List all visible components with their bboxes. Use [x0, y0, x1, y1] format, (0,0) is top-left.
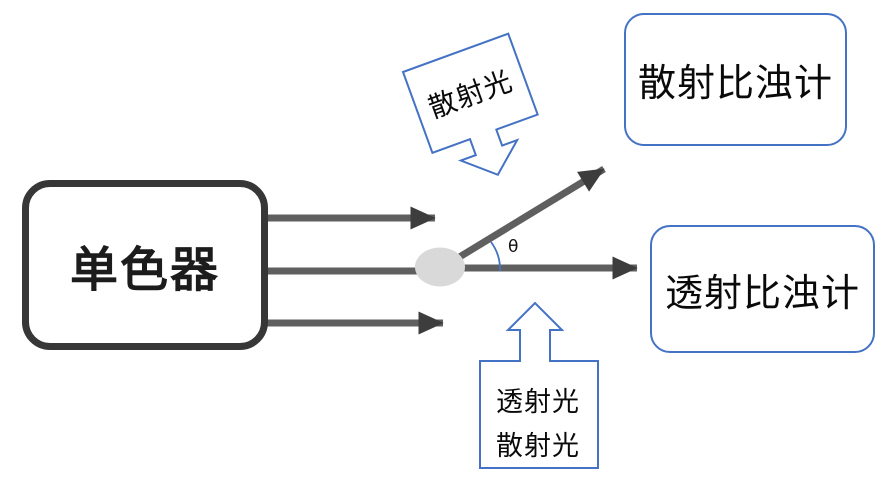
scattered-light-label: 散射光 [496, 431, 580, 461]
scatter-callout-shape [401, 32, 539, 176]
transmission-meter-label: 透射比浊计 [664, 272, 860, 315]
up-callout-shape [479, 301, 599, 469]
sample-ellipse [415, 247, 465, 287]
scatter-meter-box: 散射比浊计 [624, 13, 847, 146]
scattered-beam-arrow [446, 166, 606, 267]
transmission-meter-box: 透射比浊计 [650, 225, 875, 353]
monochromator-label: 单色器 [69, 244, 220, 297]
scatter-meter-label: 散射比浊计 [637, 63, 833, 105]
theta-label: θ [508, 237, 519, 257]
angle-arc [490, 241, 501, 272]
transmitted-light-label: 透射光 [496, 387, 580, 417]
monochromator-box: 单色器 [22, 180, 268, 350]
